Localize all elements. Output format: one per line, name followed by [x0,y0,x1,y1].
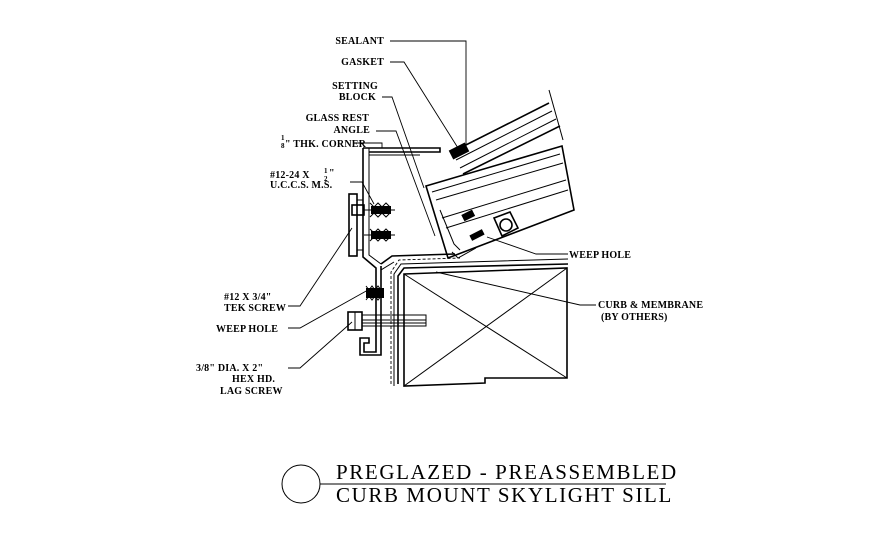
component-labels: SEALANT GASKET SETTING BLOCK GLASS REST … [196,36,703,397]
label-curb-membrane-1: CURB & MEMBRANE [598,300,703,311]
label-corner: " THK. CORNER [285,139,367,150]
detail-bubble [281,464,321,504]
label-screw-top-1: #12-24 X [270,170,310,181]
curb-block [390,257,569,387]
ucc-machine-screws [348,193,395,257]
label-tek-1: #12 X 3/4" [224,292,272,303]
title-line-1: PREGLAZED - PREASSEMBLED [336,460,678,484]
label-screw-top-fraction-den: 2 [324,175,328,183]
title-line-2: CURB MOUNT SKYLIGHT SILL [336,483,673,507]
label-lag-2: HEX HD. [232,374,275,385]
perimeter-frame [359,147,456,356]
label-tek-2: TEK SCREW [224,303,286,314]
label-setting-block-1: SETTING [332,81,378,92]
label-screw-top-quote: " [329,168,335,179]
label-sealant: SEALANT [335,36,384,47]
label-glass-rest-2: ANGLE [333,125,370,136]
label-corner-fraction-num: 1 [281,134,285,142]
sloped-glazing-rafter [424,89,575,260]
leader-lines [288,40,596,369]
label-glass-rest-1: GLASS REST [306,113,370,124]
label-lag-1: 3/8" DIA. X 2" [196,363,263,374]
label-lag-3: LAG SCREW [220,386,283,397]
label-corner-fraction-den: 8 [281,142,285,150]
lag-screw [347,311,427,331]
tek-screw [365,285,384,301]
label-weep-hole-right: WEEP HOLE [569,250,631,261]
label-screw-top-2: U.C.C.S. M.S. [270,180,333,191]
title-block: PREGLAZED - PREASSEMBLED CURB MOUNT SKYL… [281,460,678,507]
label-setting-block-2: BLOCK [339,92,376,103]
label-weep-hole-left: WEEP HOLE [216,324,278,335]
label-gasket: GASKET [341,57,384,68]
label-curb-membrane-2: (BY OTHERS) [601,312,668,323]
label-screw-top-fraction-num: 1 [324,167,328,175]
